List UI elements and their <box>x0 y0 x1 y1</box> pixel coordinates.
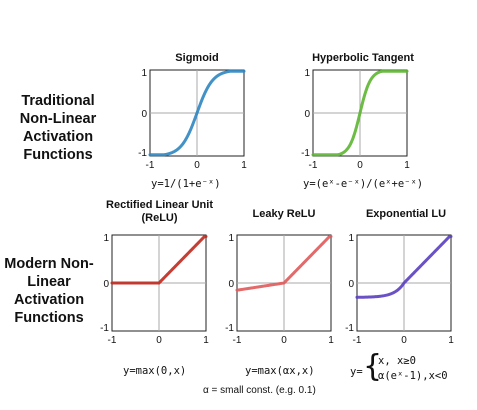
relu-xtick-label: 0 <box>156 335 162 346</box>
relu-xtick-label: 1 <box>203 335 209 346</box>
elu-xtick-label: 1 <box>448 335 454 346</box>
elu-plot: -1 0 1 1 0 -1 <box>345 233 454 346</box>
relu-ytick-label: 0 <box>103 279 109 290</box>
leaky-ytick-label: 1 <box>228 233 234 244</box>
leaky-plot: -1 0 1 1 0 -1 <box>225 233 334 346</box>
tanh-ytick-label: 1 <box>304 68 310 79</box>
leaky-ytick-label: -1 <box>225 323 234 334</box>
relu-ytick-label: -1 <box>100 323 109 334</box>
relu-curve <box>110 234 208 285</box>
relu-title: Rectified Linear Unit (ReLU) <box>106 199 213 224</box>
tanh-xtick-label: 0 <box>357 160 363 171</box>
modern-group-label: Modern Non-Linear Activation Functions <box>4 256 94 326</box>
tanh-ytick-label: 0 <box>304 109 310 120</box>
leaky-curve <box>235 234 333 292</box>
elu-ytick-label: 1 <box>348 233 354 244</box>
elu-formula-line1: x, x≥0 <box>378 355 416 367</box>
tanh-title: Hyperbolic Tangent <box>312 52 414 64</box>
elu-formula-line2: α(eˣ-1),x<0 <box>378 370 448 382</box>
tanh-ytick-label: -1 <box>301 148 310 159</box>
alpha-note: α = small const. (e.g. 0.1) <box>203 385 316 396</box>
relu-plot: -1 0 1 1 0 -1 <box>100 233 209 346</box>
leaky-xtick-label: 0 <box>281 335 287 346</box>
elu-title: Exponential LU <box>365 208 447 220</box>
leaky-ytick-label: 0 <box>228 279 234 290</box>
sigmoid-ytick-label: 0 <box>141 109 147 120</box>
sigmoid-ytick-label: -1 <box>138 148 147 159</box>
traditional-group-label: Traditional Non-Linear Activation Functi… <box>19 93 97 163</box>
relu-ytick-label: 1 <box>103 233 109 244</box>
tanh-curve <box>311 69 409 157</box>
elu-formula-prefix: y= <box>350 366 363 378</box>
sigmoid-ytick-label: 1 <box>141 68 147 79</box>
relu-formula: y=max(0,x) <box>123 365 187 377</box>
sigmoid-xtick-label: 1 <box>241 160 247 171</box>
elu-curve <box>355 234 453 299</box>
tanh-formula: y=(eˣ-e⁻ˣ)/(eˣ+e⁻ˣ) <box>303 178 424 190</box>
sigmoid-xtick-label: -1 <box>146 160 155 171</box>
leaky-formula: y=max(αx,x) <box>245 365 315 377</box>
tanh-xtick-label: -1 <box>309 160 318 171</box>
elu-xtick-label: -1 <box>353 335 362 346</box>
leaky-xtick-label: -1 <box>233 335 242 346</box>
sigmoid-formula: y=1/(1+e⁻ˣ) <box>151 178 221 190</box>
elu-ytick-label: 0 <box>348 279 354 290</box>
tanh-xtick-label: 1 <box>404 160 410 171</box>
sigmoid-xtick-label: 0 <box>194 160 200 171</box>
elu-xtick-label: 0 <box>401 335 407 346</box>
tanh-plot: -1 0 1 1 0 -1 <box>301 68 410 171</box>
elu-ytick-label: -1 <box>345 323 354 334</box>
leaky-title: Leaky ReLU <box>252 208 316 220</box>
relu-xtick-label: -1 <box>108 335 117 346</box>
sigmoid-title: Sigmoid <box>175 52 219 64</box>
sigmoid-curve <box>148 69 246 157</box>
elu-formula-brace: { <box>363 349 383 384</box>
sigmoid-plot: -1 0 1 1 0 -1 <box>138 68 247 171</box>
leaky-xtick-label: 1 <box>328 335 334 346</box>
